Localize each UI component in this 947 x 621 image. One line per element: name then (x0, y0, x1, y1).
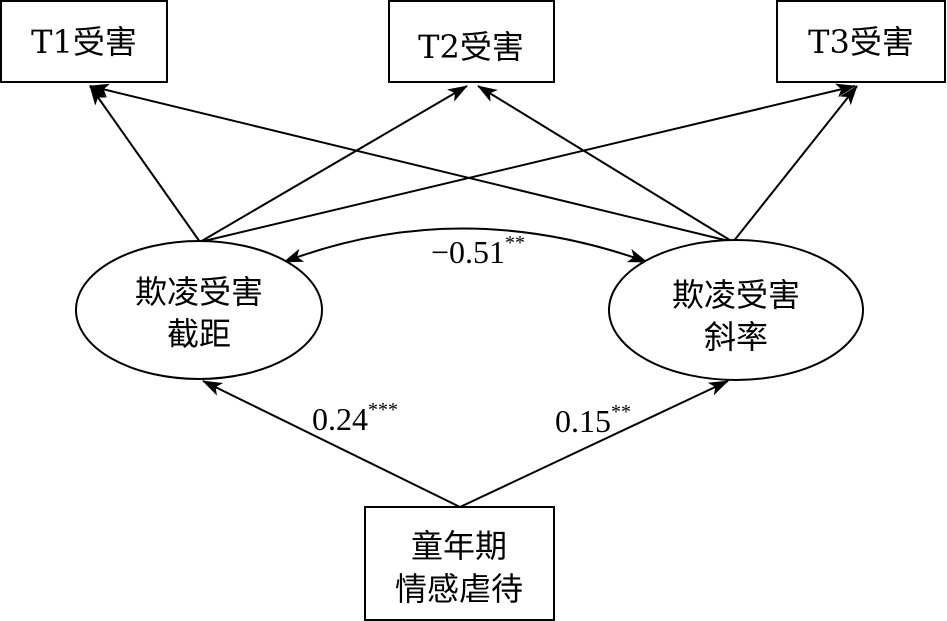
node-t1-label: T1受害 (31, 23, 137, 61)
node-slope-line2: 斜率 (704, 318, 768, 356)
node-abuse-line2: 情感虐待 (395, 570, 523, 608)
path-slope-t2 (477, 85, 734, 243)
intercept-sig: *** (368, 399, 398, 421)
path-intercept-t2 (199, 85, 468, 243)
node-t3-label: T3受害 (808, 23, 914, 61)
node-abuse-line1: 童年期 (411, 527, 507, 565)
node-t3: T3受害 (776, 0, 946, 83)
covariance-sig: ** (505, 232, 525, 254)
path-intercept-t1 (89, 85, 201, 243)
slope-sig: ** (611, 401, 631, 423)
node-t1: T1受害 (0, 0, 168, 83)
covariance-coef: −0.51 (431, 234, 505, 270)
covariance-arc (283, 227, 648, 263)
path-intercept-t3 (199, 83, 856, 243)
node-abuse: 童年期 情感虐待 (364, 506, 555, 621)
node-t2: T2受害 (388, 0, 555, 83)
node-slope-line1: 欺凌受害 (672, 276, 800, 314)
covariance-label: −0.51** (431, 232, 525, 270)
node-intercept-line2: 截距 (167, 315, 231, 353)
node-intercept-line1: 欺凌受害 (135, 273, 263, 311)
node-intercept: 欺凌受害 截距 (75, 240, 323, 380)
node-t2-label: T2受害 (418, 28, 524, 66)
path-abuse-intercept-label: 0.24*** (312, 399, 398, 437)
node-slope: 欺凌受害 斜率 (608, 239, 864, 381)
path-slope-t1 (89, 83, 734, 243)
path-slope-t3 (732, 85, 858, 243)
path-abuse-slope (459, 380, 729, 508)
path-abuse-intercept (202, 380, 461, 508)
intercept-coef: 0.24 (312, 401, 368, 437)
slope-coef: 0.15 (555, 403, 611, 439)
path-abuse-slope-label: 0.15** (555, 401, 631, 439)
